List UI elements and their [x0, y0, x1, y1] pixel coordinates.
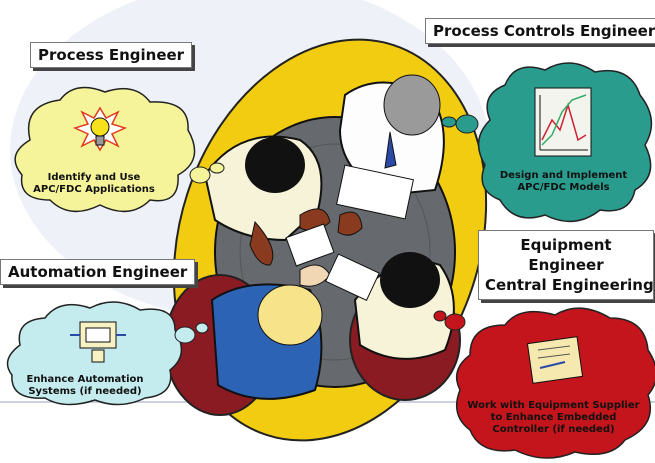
task-text-process-controls-engineer: Design and Implement APC/FDC Models	[496, 170, 631, 194]
task-line: to Enhance Embedded	[490, 412, 617, 423]
task-text-equipment-engineer: Work with Equipment Supplier to Enhance …	[466, 400, 641, 436]
task-text-process-engineer: Identify and Use APC/FDC Applications	[20, 172, 168, 196]
thought-bubble-process-controls-engineer	[441, 62, 653, 223]
person-process-controls-engineer	[336, 74, 445, 220]
thought-bubble-automation-engineer	[6, 301, 209, 406]
role-label-automation-engineer: Automation Engineer	[0, 259, 196, 285]
person-automation-engineer	[210, 264, 331, 400]
chart-icon	[534, 87, 592, 157]
task-line: Controller (if needed)	[492, 424, 615, 435]
role-label-line: Engineer	[528, 256, 604, 274]
task-line: APC/FDC Applications	[33, 184, 155, 195]
person-process-engineer	[203, 135, 331, 266]
role-label-line: Equipment	[520, 236, 612, 254]
thought-bubble-equipment-engineer	[433, 307, 655, 459]
paper	[285, 223, 335, 267]
paper	[325, 253, 380, 301]
task-line: APC/FDC Models	[517, 182, 610, 193]
task-line: Identify and Use	[47, 172, 141, 183]
role-label-line: Central Engineering	[485, 276, 654, 294]
task-line: Work with Equipment Supplier	[467, 400, 640, 411]
lightbulb-icon	[72, 106, 128, 152]
task-text-automation-engineer: Enhance Automation Systems (if needed)	[20, 374, 150, 398]
role-label-process-controls-engineer: Process Controls Engineer	[425, 18, 655, 44]
computer-icon	[70, 321, 126, 363]
task-line: Enhance Automation	[26, 374, 144, 385]
task-line: Design and Implement	[499, 170, 628, 181]
signing-document-icon	[526, 336, 584, 384]
role-label-equipment-engineer: Equipment Engineer Central Engineering	[478, 230, 654, 300]
task-line: Systems (if needed)	[28, 386, 142, 397]
role-label-process-engineer: Process Engineer	[30, 42, 193, 68]
person-equipment-engineer	[337, 211, 455, 360]
thought-bubble-process-engineer	[14, 86, 225, 213]
